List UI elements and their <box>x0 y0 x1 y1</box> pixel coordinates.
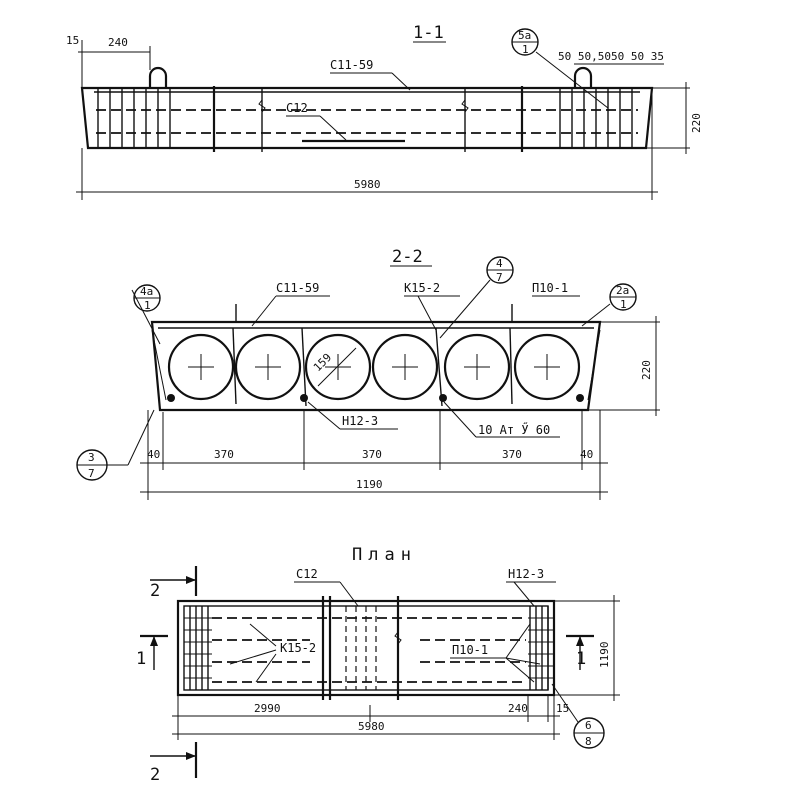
dim-159: 159 <box>311 351 334 374</box>
hollow-core-5 <box>443 333 511 401</box>
lifting-loop-left <box>148 66 168 88</box>
dim-40-left: 40 <box>147 448 160 461</box>
svg-text:1: 1 <box>136 649 146 669</box>
svg-text:1: 1 <box>522 43 529 56</box>
section-1-1-title: 1-1 <box>413 23 444 43</box>
plan-left-end-mesh <box>184 606 212 690</box>
stirrups-left <box>97 86 263 152</box>
k15-frame-1 <box>232 327 237 405</box>
svg-text:1: 1 <box>144 299 151 312</box>
callout-2a-1: 2а 1 <box>581 283 637 327</box>
hollow-cores <box>167 333 581 401</box>
svg-text:4а: 4а <box>140 285 153 298</box>
svg-text:1: 1 <box>620 298 627 311</box>
plan-view: План <box>136 545 620 785</box>
cut-marker-1-left: 1 <box>136 634 168 670</box>
label-bars-2-2: 10 Ат Ӳ 60 <box>478 422 550 437</box>
label-c11-59-2-2: С11-59 <box>276 281 319 295</box>
k15-frame-3 <box>435 327 443 407</box>
plan-right-end-mesh <box>528 606 554 690</box>
dim-370-c: 370 <box>502 448 522 461</box>
label-k15-2-plan: К15-2 <box>280 641 316 655</box>
slab-left-edge-inner <box>151 329 167 401</box>
hollow-core-6 <box>513 333 581 401</box>
label-c11-59-1-1: С11-59 <box>330 58 373 72</box>
cut-marker-2-top: 2 <box>150 566 198 601</box>
dim-5980-plan: 5980 <box>358 720 385 733</box>
dim-15-plan: 15 <box>556 702 569 715</box>
label-n12-3-plan: Н12-3 <box>508 567 544 581</box>
callout-4-7: 4 7 <box>439 256 514 339</box>
dim-40-right: 40 <box>580 448 593 461</box>
svg-text:7: 7 <box>88 467 95 480</box>
plan-title: План <box>352 545 417 565</box>
dim-240-plan: 240 <box>508 702 528 715</box>
dim-159-line <box>317 347 357 387</box>
dim-220-1-1: 220 <box>690 113 703 133</box>
label-p10-1-2-2: П10-1 <box>532 281 568 295</box>
svg-text:2: 2 <box>150 581 160 601</box>
slab-right-edge-inner <box>587 329 601 401</box>
hollow-core-3 <box>304 333 372 401</box>
dim-1190-2-2: 1190 <box>356 478 383 491</box>
callout-6-8: 6 8 <box>551 683 605 749</box>
svg-text:8: 8 <box>585 735 592 748</box>
dim-5980-1-1: 5980 <box>354 178 381 191</box>
dim-220-2-2: 220 <box>640 360 653 380</box>
dim-370-a: 370 <box>214 448 234 461</box>
dim-2990: 2990 <box>254 702 281 715</box>
hollow-core-4 <box>371 333 439 401</box>
label-c12-1-1: С12 <box>286 101 308 115</box>
callout-4a-1: 4а 1 <box>131 284 161 345</box>
prestressed-bars <box>167 394 584 402</box>
svg-text:1: 1 <box>576 649 586 669</box>
plan-break-mark <box>394 631 402 645</box>
cut-marker-1-right: 1 <box>566 634 594 670</box>
dim-240-1-1: 240 <box>108 36 128 49</box>
plan-c12-mesh <box>345 606 377 690</box>
section-2-2-title: 2-2 <box>392 247 423 267</box>
section-2-2: 2-2 С11-59 <box>76 247 660 500</box>
stirrups-right <box>464 86 633 152</box>
svg-text:2: 2 <box>150 765 160 785</box>
svg-text:4: 4 <box>496 257 503 270</box>
break-mark-left <box>258 99 266 113</box>
svg-text:5а: 5а <box>518 29 531 42</box>
dim-right-chain-1-1: 50 50,5050 50 35 <box>558 50 664 63</box>
cut-marker-2-bottom: 2 <box>150 742 198 785</box>
label-p10-1-plan: П10-1 <box>452 643 488 657</box>
svg-text:3: 3 <box>88 451 95 464</box>
dim-1190-plan: 1190 <box>598 642 611 669</box>
dim-15-1-1: 15 <box>66 34 79 47</box>
hollow-core-1 <box>167 333 235 401</box>
hollow-core-2 <box>234 333 302 401</box>
label-n12-3-2-2: Н12-3 <box>342 414 378 428</box>
break-mark-right <box>461 99 469 113</box>
label-k15-2-2-2: К15-2 <box>404 281 440 295</box>
k15-frame-4 <box>509 327 513 405</box>
label-c12-plan: С12 <box>296 567 318 581</box>
svg-text:2а: 2а <box>616 284 629 297</box>
svg-text:7: 7 <box>496 271 503 284</box>
svg-text:6: 6 <box>585 719 592 732</box>
dim-370-b: 370 <box>362 448 382 461</box>
callout-3-7: 3 7 <box>76 409 155 481</box>
plan-outline <box>176 599 556 697</box>
callout-5a-1: 5а 1 <box>511 28 609 109</box>
k15-frame-2 <box>301 327 307 407</box>
lifting-loop-right <box>573 66 593 88</box>
section-1-1: 1-1 <box>66 23 703 200</box>
beam-1-1-outline <box>80 86 654 150</box>
